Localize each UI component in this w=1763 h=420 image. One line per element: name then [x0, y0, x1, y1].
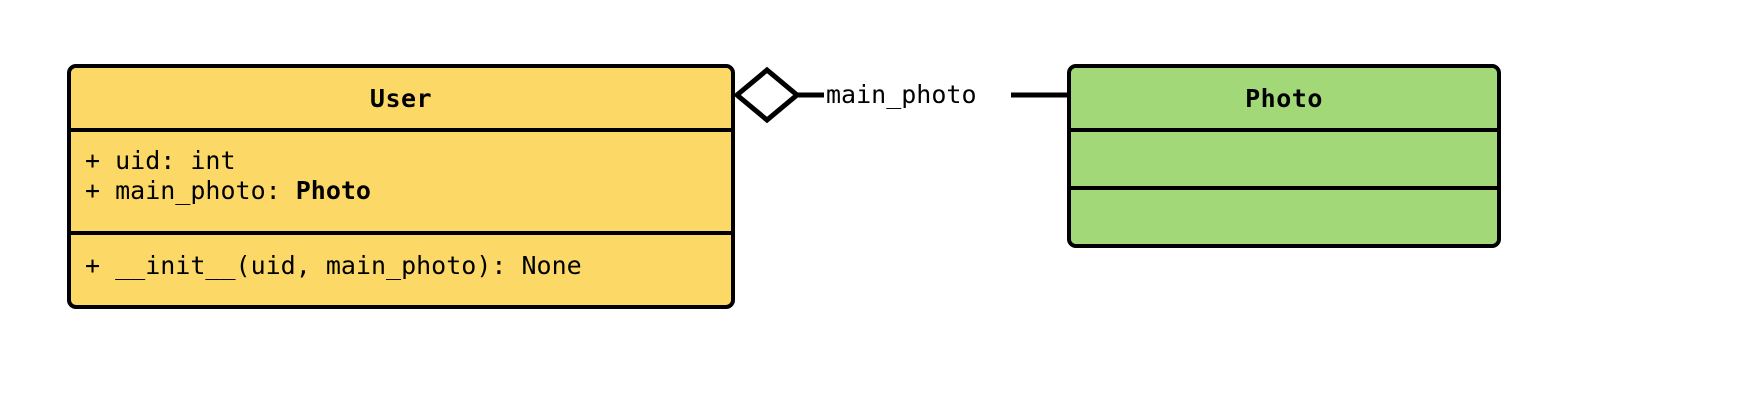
- aggregation-diamond-icon: [733, 66, 801, 124]
- class-attributes-photo: [1071, 128, 1497, 186]
- class-operations-user: + __init__(uid, main_photo): None: [71, 231, 731, 301]
- class-box-photo[interactable]: Photo: [1067, 64, 1501, 248]
- attribute-type-ref: Photo: [295, 176, 371, 205]
- class-title-photo: Photo: [1071, 68, 1497, 128]
- class-attributes-user: + uid: int + main_photo: Photo: [71, 128, 731, 231]
- class-box-user[interactable]: User + uid: int + main_photo: Photo + __…: [67, 64, 735, 309]
- association-role-label: main_photo: [826, 80, 977, 109]
- attribute-row: + uid: int: [85, 146, 236, 175]
- operation-row: + __init__(uid, main_photo): None: [85, 251, 582, 280]
- class-title-user: User: [71, 68, 731, 128]
- class-operations-photo: [1071, 186, 1497, 244]
- attribute-prefix: + main_photo:: [85, 176, 296, 205]
- attribute-row: + main_photo: Photo: [85, 176, 717, 206]
